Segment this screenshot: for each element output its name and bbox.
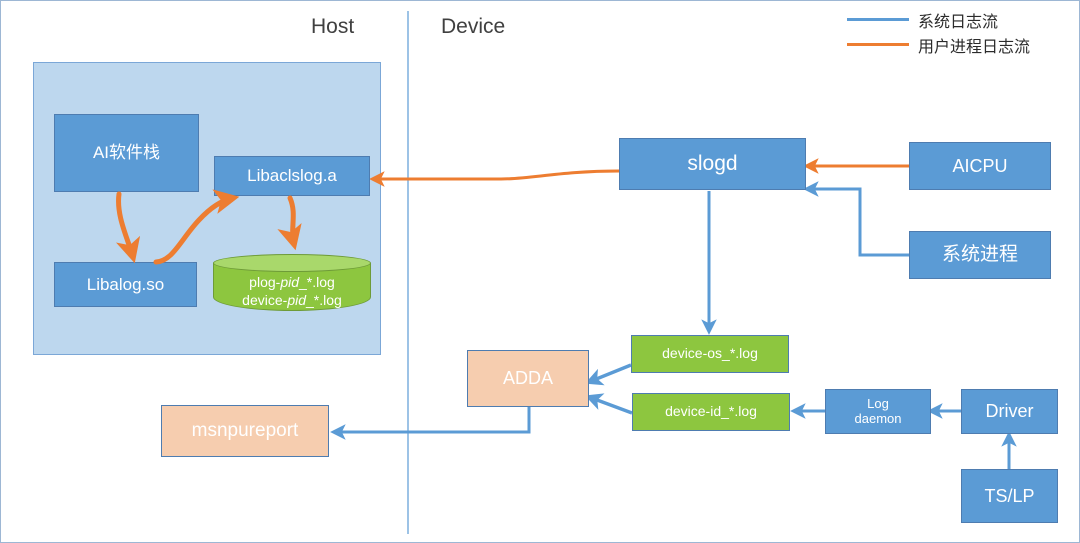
legend-swatch-orange-icon: [847, 43, 909, 46]
legend-label-user-process-log-flow: 用户进程日志流: [918, 38, 1031, 56]
node-log-daemon[interactable]: Log daemon: [825, 389, 931, 434]
legend-item-system-log-flow: 系统日志流: [847, 7, 1075, 32]
edge-device-os-log-to-adda: [584, 363, 632, 386]
legend-swatch-blue-icon: [847, 18, 909, 21]
edge-sys-process-to-slogd: [803, 181, 909, 257]
node-system-process[interactable]: 系统进程: [909, 231, 1051, 279]
host-device-divider: [407, 11, 409, 534]
node-adda[interactable]: ADDA: [467, 350, 589, 407]
device-section-title: Device: [441, 15, 506, 38]
node-ai-stack[interactable]: AI软件栈: [54, 114, 199, 192]
node-device-id-log[interactable]: device-id_*.log: [632, 393, 790, 431]
node-slogd[interactable]: slogd: [619, 138, 806, 190]
host-log-filename-device: device-pid_*.log: [242, 291, 342, 308]
host-section-title: Host: [311, 15, 355, 38]
node-ts-lp[interactable]: TS/LP: [961, 469, 1058, 523]
host-log-filename-plog: plog-pid_*.log: [249, 274, 335, 290]
node-device-os-log[interactable]: device-os_*.log: [631, 335, 789, 373]
cylinder-top-ellipse: [213, 254, 371, 272]
edge-adda-to-msnpureport: [330, 407, 531, 440]
node-aicpu[interactable]: AICPU: [909, 142, 1051, 190]
edge-device-id-log-to-adda: [584, 393, 633, 415]
legend-label-system-log-flow: 系统日志流: [918, 13, 999, 31]
node-driver[interactable]: Driver: [961, 389, 1058, 434]
node-libaclslog[interactable]: Libaclslog.a: [214, 156, 370, 196]
legend: 系统日志流 用户进程日志流: [847, 7, 1075, 57]
legend-item-user-process-log-flow: 用户进程日志流: [847, 32, 1075, 57]
node-libalog[interactable]: Libalog.so: [54, 262, 197, 307]
host-log-filenames: plog-pid_*.log device-pid_*.log: [213, 274, 371, 309]
node-host-log-store[interactable]: plog-pid_*.log device-pid_*.log: [213, 254, 371, 311]
host-process-container: [33, 62, 381, 355]
edge-slogd-to-libaclslog: [369, 169, 620, 187]
node-msnpureport[interactable]: msnpureport: [161, 405, 329, 457]
